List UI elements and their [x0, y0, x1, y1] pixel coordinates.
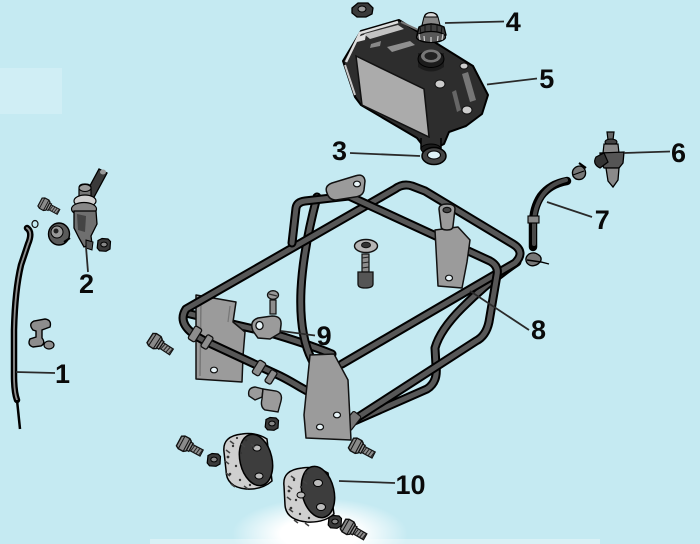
svg-text:6: 6 [671, 138, 686, 168]
svg-text:8: 8 [531, 315, 546, 345]
svg-text:5: 5 [539, 64, 554, 94]
svg-text:9: 9 [317, 321, 332, 351]
svg-text:7: 7 [595, 205, 610, 235]
svg-text:2: 2 [79, 269, 94, 299]
svg-text:4: 4 [506, 7, 521, 37]
svg-text:1: 1 [55, 359, 70, 389]
svg-text:10: 10 [396, 470, 426, 500]
svg-text:3: 3 [332, 136, 347, 166]
